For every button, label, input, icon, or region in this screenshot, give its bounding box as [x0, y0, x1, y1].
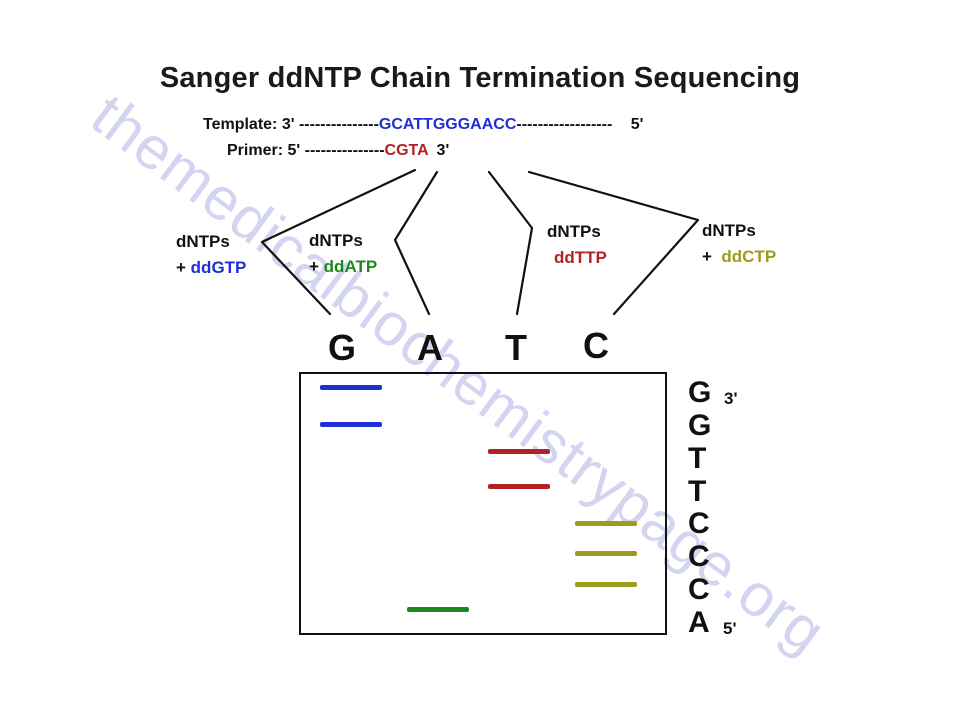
template-end: 5': [630, 116, 644, 133]
read-letter-1: G: [688, 376, 712, 409]
lane-label-a: A: [417, 327, 443, 368]
reaction-a-dntps: dNTPs: [309, 231, 363, 250]
branch-c: [527, 170, 700, 316]
lane-label-g: G: [328, 327, 357, 368]
reaction-g-dd: + ddGTP: [176, 258, 247, 277]
read-letter-4: T: [688, 475, 707, 508]
band-g-2: [320, 422, 382, 427]
primer-sequence: CGTA: [384, 142, 429, 159]
read-end-top: 3': [724, 389, 738, 408]
band-c-3: [575, 582, 637, 587]
gel-box: [299, 372, 667, 635]
read-end-bottom: 5': [723, 619, 737, 638]
primer-line: Primer: 5' ---------------CGTA 3': [227, 142, 449, 160]
branch-t: [487, 170, 534, 316]
band-a-1: [407, 607, 469, 612]
reaction-t-dntps: dNTPs: [547, 222, 601, 241]
band-t-1: [488, 449, 550, 454]
read-letter-8: A: [688, 606, 710, 639]
lane-label-t: T: [505, 327, 527, 368]
band-c-1: [575, 521, 637, 526]
template-prefix: Template: 3' ---------------: [203, 116, 379, 133]
template-suffix: ------------------: [516, 116, 613, 133]
read-letter-2: G: [688, 409, 712, 442]
reaction-t-dd: ddTTP: [554, 248, 607, 267]
branch-a: [393, 170, 439, 316]
reaction-c-label: dNTPs + ddCTP: [702, 218, 776, 270]
read-letter-6: C: [688, 540, 710, 573]
reaction-g-label: dNTPs + ddGTP: [176, 229, 246, 281]
band-g-1: [320, 385, 382, 390]
reaction-t-label: dNTPs ddTTP: [547, 219, 607, 271]
read-letter-5: C: [688, 507, 710, 540]
band-t-2: [488, 484, 550, 489]
primer-prefix: Primer: 5' ---------------: [227, 142, 385, 159]
reaction-c-dd: + ddCTP: [702, 247, 777, 266]
band-c-2: [575, 551, 637, 556]
reaction-g-dntps: dNTPs: [176, 232, 230, 251]
branch-g: [260, 168, 417, 316]
template-line: Template: 3' ---------------GCATTGGGAACC…: [203, 116, 643, 134]
reaction-a-label: dNTPs + ddATP: [309, 228, 377, 280]
template-sequence: GCATTGGGAACC: [378, 116, 517, 133]
lane-label-c: C: [583, 325, 609, 366]
read-letter-3: T: [688, 442, 707, 475]
page-title: Sanger ddNTP Chain Termination Sequencin…: [159, 62, 801, 94]
reaction-c-dntps: dNTPs: [702, 221, 756, 240]
reaction-a-dd: + ddATP: [309, 257, 378, 276]
primer-end: 3': [436, 142, 450, 159]
read-letter-7: C: [688, 573, 710, 606]
